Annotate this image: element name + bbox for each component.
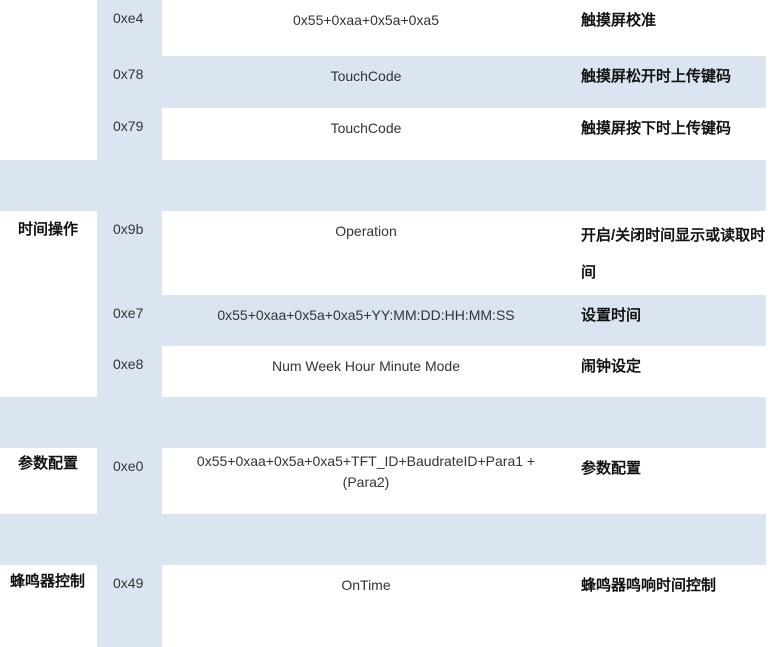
table-row: 0x79 TouchCode 触摸屏按下时上传键码 <box>0 108 770 160</box>
command-code: 0xe0 <box>97 448 162 514</box>
command-params: OnTime <box>341 577 391 593</box>
command-description: 参数配置 <box>581 460 642 477</box>
group-label: 蜂鸣器控制 <box>9 573 85 590</box>
command-code: 0x9b <box>97 211 162 295</box>
command-code: 0x79 <box>97 108 162 160</box>
command-params: 0x55+0xaa+0x5a+0xa5+TFT_ID+BaudrateID+Pa… <box>196 453 536 490</box>
table-row: 蜂鸣器控制 0x49 OnTime 蜂鸣器鸣响时间控制 <box>0 565 770 647</box>
command-code: 0xe8 <box>97 346 162 397</box>
command-description: 蜂鸣器鸣响时间控制 <box>581 577 717 594</box>
command-description: 开启/关闭时间显示或读取时间 <box>581 227 766 281</box>
command-code: 0x49 <box>97 565 162 647</box>
group-label: 参数配置 <box>18 455 79 472</box>
command-params: Operation <box>335 223 397 239</box>
table-row: 0xe8 Num Week Hour Minute Mode 闹钟设定 <box>0 346 770 397</box>
command-code: 0xe4 <box>97 0 162 56</box>
command-params: TouchCode <box>162 56 570 108</box>
table-row: 参数配置 0xe0 0x55+0xaa+0x5a+0xa5+TFT_ID+Bau… <box>0 448 770 514</box>
group-separator <box>0 397 770 448</box>
command-params: 0x55+0xaa+0x5a+0xa5 <box>293 12 439 28</box>
command-code: 0x78 <box>97 56 162 108</box>
group-cell <box>0 0 97 56</box>
group-cell <box>0 295 97 346</box>
group-separator <box>0 160 770 211</box>
command-params: Num Week Hour Minute Mode <box>271 358 461 374</box>
command-description: 触摸屏松开时上传键码 <box>570 56 766 108</box>
command-code: 0xe7 <box>97 295 162 346</box>
table-row: 0x78 TouchCode 触摸屏松开时上传键码 <box>0 56 770 108</box>
group-separator <box>0 514 770 565</box>
command-params: 0x55+0xaa+0x5a+0xa5+YY:MM:DD:HH:MM:SS <box>162 295 570 346</box>
table-row: 时间操作 0x9b Operation 开启/关闭时间显示或读取时间 <box>0 211 770 295</box>
group-cell <box>0 346 97 397</box>
command-description: 设置时间 <box>570 295 766 346</box>
command-params: TouchCode <box>330 120 402 136</box>
group-cell <box>0 56 97 108</box>
command-description: 闹钟设定 <box>581 358 642 375</box>
table-row: 0xe4 0x55+0xaa+0x5a+0xa5 触摸屏校准 <box>0 0 770 56</box>
table-row: 0xe7 0x55+0xaa+0x5a+0xa5+YY:MM:DD:HH:MM:… <box>0 295 770 346</box>
group-cell <box>0 108 97 160</box>
command-description: 触摸屏按下时上传键码 <box>581 120 732 137</box>
group-label: 时间操作 <box>18 221 79 238</box>
command-description: 触摸屏校准 <box>581 12 657 29</box>
